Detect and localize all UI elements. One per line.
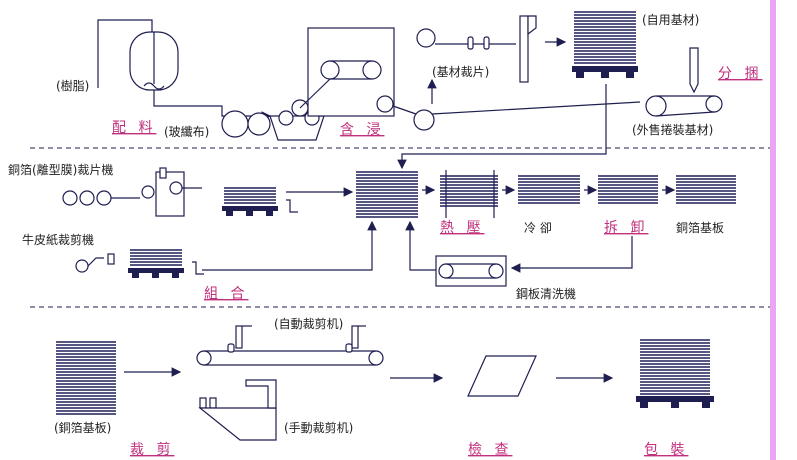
self-use-label: (自用基材) (642, 13, 699, 27)
step-hot-press: 熱 壓 (440, 220, 484, 236)
step-dismantle: 拆 卸 (604, 220, 648, 236)
ccl-input-stack-icon (56, 341, 116, 415)
auto-cut-label: (自動裁剪机) (274, 316, 343, 331)
guide-roll-icon (376, 95, 394, 113)
copper-cutter-label: 銅箔(離型膜)裁片機 (8, 162, 113, 177)
manual-cut-label: (手動裁剪机) (284, 420, 353, 435)
step-pack: 包 裝 (644, 442, 688, 458)
plates-to-washer-arrow (510, 236, 633, 273)
ccl-label: 銅箔基板 (676, 220, 724, 235)
plate-washer-icon (435, 255, 507, 287)
resin-transfer-arrow (153, 90, 272, 121)
kraft-paper-stack-icon (130, 249, 182, 266)
step-mix: 配 料 (112, 120, 156, 136)
base-cutting-line-icon (416, 15, 537, 83)
step-dip: 含 浸 (340, 122, 384, 138)
rewind-roll-icon (413, 109, 435, 131)
inspection-sheet-icon (467, 355, 537, 397)
mixing-tank-icon (129, 31, 179, 91)
kraft-cutter-label: 牛皮紙裁剪機 (22, 232, 94, 247)
washer-to-combine-arrow (405, 220, 436, 271)
kraft-paper-cutter-icon (75, 253, 115, 273)
roll-product-icon (645, 95, 723, 117)
combined-book-stack-icon (356, 171, 418, 218)
copper-foil-cutter-icon (62, 167, 202, 217)
to-combine-arrow (397, 84, 607, 170)
step-combine: 組 合 (204, 286, 248, 302)
copper-foil-stack-icon (224, 187, 276, 204)
packed-stack-icon (640, 339, 710, 395)
base-cut-label: (基材裁片) (432, 65, 489, 79)
to-slitting-line (431, 101, 641, 115)
plate-washer-label: 鋼板清洗機 (516, 286, 576, 301)
manual-cutter-icon (198, 379, 277, 441)
ccl-stack-icon (676, 175, 736, 204)
resin-feed-line (97, 19, 153, 88)
pallet-icon-3 (128, 261, 204, 278)
kraft-to-combine-arrow (202, 220, 377, 271)
roll-sale-label: (外售捲裝基材) (632, 122, 713, 137)
glass-cloth-roll-2 (247, 112, 271, 136)
cool-label: 冷 卻 (524, 221, 552, 235)
pallet-icon-4 (636, 396, 714, 408)
ccl-input-label: (銅箔基板) (54, 420, 111, 435)
glass-cloth-roll-1 (221, 110, 249, 138)
glass-cloth-label: (玻纖布) (164, 125, 209, 139)
auto-cutter-icon (196, 325, 384, 366)
step-slit: 分 捆 (718, 66, 762, 82)
pallet-icon-2 (222, 199, 298, 216)
step-trim: 裁 剪 (130, 442, 174, 458)
right-edge-bar (770, 0, 776, 460)
slitting-knife-icon (689, 47, 699, 94)
self-use-stack-icon (574, 11, 636, 64)
web-line (392, 105, 417, 115)
step-inspect: 檢 查 (468, 441, 512, 458)
hot-press-stack-icon (440, 175, 498, 207)
resin-label: (樹脂) (56, 78, 89, 93)
pallet-icon-1 (572, 66, 638, 78)
dismantle-stack-icon (598, 175, 658, 204)
cooling-stack-icon (518, 175, 580, 204)
